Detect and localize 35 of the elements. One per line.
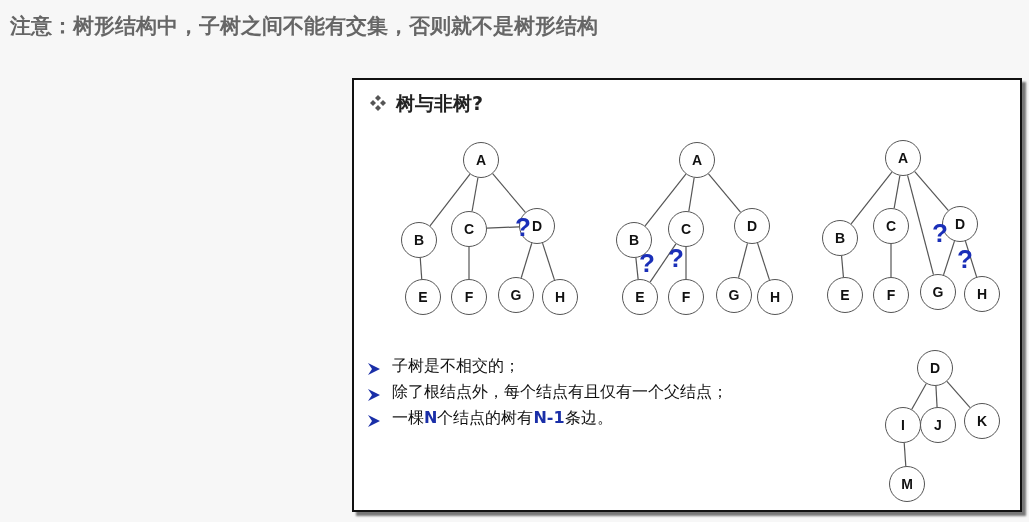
bullet-text: 子树是不相交的； — [392, 358, 520, 374]
tree-edge — [964, 240, 978, 278]
tree-edge — [419, 257, 423, 280]
tree-edge — [429, 173, 471, 227]
tree-edge — [468, 246, 470, 280]
tree-edge — [893, 175, 901, 209]
tree-edge — [541, 242, 556, 281]
tree-edge — [707, 173, 742, 213]
tree-edge — [890, 243, 892, 278]
page-title: 注意：树形结构中，子树之间不能有交集，否则就不是树形结构 — [10, 13, 598, 40]
tree-edge — [946, 380, 971, 409]
tree-edge — [911, 383, 927, 410]
tree-edge — [520, 242, 533, 279]
slide-heading: 树与非树? — [396, 94, 484, 113]
bullet-text: 一棵N个结点的树有N-1条边。 — [392, 410, 613, 426]
tree-edge — [644, 173, 687, 227]
tree-edge — [942, 240, 956, 276]
tree-edge — [471, 177, 479, 212]
tree-edge — [635, 257, 639, 280]
tree-edge — [649, 243, 677, 283]
tree-edge — [850, 171, 893, 225]
tree-edge — [914, 171, 949, 211]
tree-edge — [492, 173, 526, 213]
bullet-text: 除了根结点外，每个结点有且仅有一个父结点； — [392, 384, 728, 400]
tree-edge — [906, 174, 935, 276]
tree-edge — [737, 242, 749, 279]
tree-edge — [840, 255, 845, 278]
question-mark: ? — [668, 245, 684, 271]
tree-edge — [486, 226, 520, 229]
tree-edge — [903, 442, 907, 467]
tree-edge — [756, 242, 771, 281]
question-mark: ? — [957, 246, 973, 272]
tree-edge — [935, 385, 938, 408]
tree-edge — [688, 177, 695, 212]
tree-edge — [685, 246, 687, 280]
